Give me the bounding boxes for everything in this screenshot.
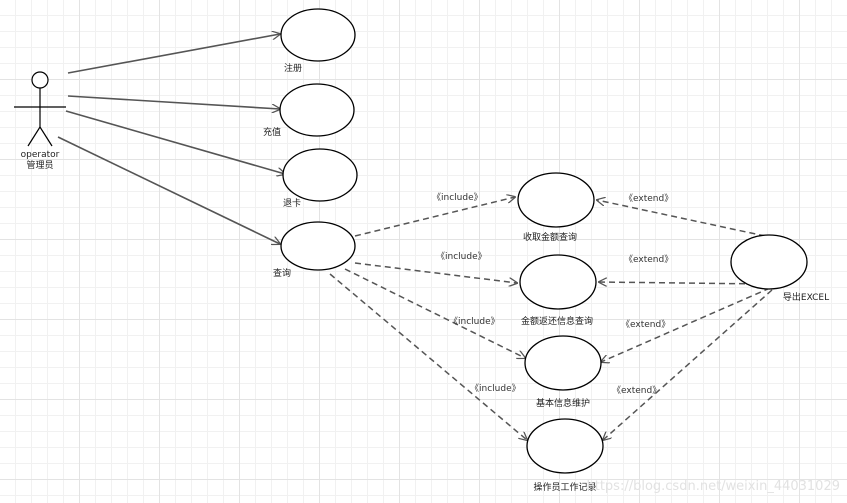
label-register: 注册 <box>284 62 302 74</box>
association-recharge <box>67 95 280 109</box>
label-refund-card: 退卡 <box>283 197 301 209</box>
actor-head <box>31 71 49 89</box>
actor-figure[interactable] <box>14 71 66 147</box>
actor-left-leg <box>27 126 41 147</box>
label-query-return: 金额返还信息查询 <box>521 315 593 327</box>
extend-operator-log <box>603 289 773 440</box>
label-basic-info: 基本信息维护 <box>536 397 590 409</box>
extend-query-fee <box>597 200 766 237</box>
stereotype-extend-4: 《extend》 <box>612 385 661 396</box>
label-operator-log: 操作员工作记录 <box>533 481 596 493</box>
actor-right-leg <box>39 126 53 147</box>
include-basic-info <box>344 268 525 358</box>
label-export-excel: 导出EXCEL <box>783 291 829 303</box>
label-recharge: 充值 <box>263 126 281 138</box>
extend-basic-info <box>601 287 771 362</box>
use-case-query-return[interactable] <box>519 254 597 310</box>
actor-role-label: operator <box>21 150 60 160</box>
stereotype-extend-3: 《extend》 <box>621 319 670 330</box>
stereotype-include-4: 《include》 <box>470 383 521 394</box>
stereotype-include-3: 《include》 <box>449 316 500 327</box>
include-operator-log <box>329 273 527 440</box>
use-case-query[interactable] <box>280 221 356 271</box>
use-case-recharge[interactable] <box>279 83 355 137</box>
extend-query-return <box>599 282 766 284</box>
use-case-basic-info[interactable] <box>524 335 602 391</box>
watermark-url: https://blog.csdn.net/weixin_44031029 <box>586 479 840 494</box>
stereotype-include-2: 《include》 <box>436 251 487 262</box>
association-refund-card <box>65 110 285 174</box>
use-case-refund-card[interactable] <box>282 148 358 202</box>
association-query <box>57 136 280 244</box>
include-query-return <box>354 262 517 283</box>
use-case-export-excel[interactable] <box>730 234 808 290</box>
actor-name-label: 管理员 <box>26 159 53 171</box>
stereotype-extend-1: 《extend》 <box>624 193 673 204</box>
stereotype-include-1: 《include》 <box>432 192 483 203</box>
label-query: 查询 <box>273 267 291 279</box>
label-query-fee: 收取金额查询 <box>523 231 577 243</box>
association-register <box>67 34 280 74</box>
stereotype-extend-2: 《extend》 <box>624 254 673 265</box>
use-case-query-fee[interactable] <box>517 172 595 228</box>
include-query-fee <box>354 197 515 237</box>
use-case-register[interactable] <box>280 8 356 62</box>
use-case-operator-log[interactable] <box>526 418 604 474</box>
